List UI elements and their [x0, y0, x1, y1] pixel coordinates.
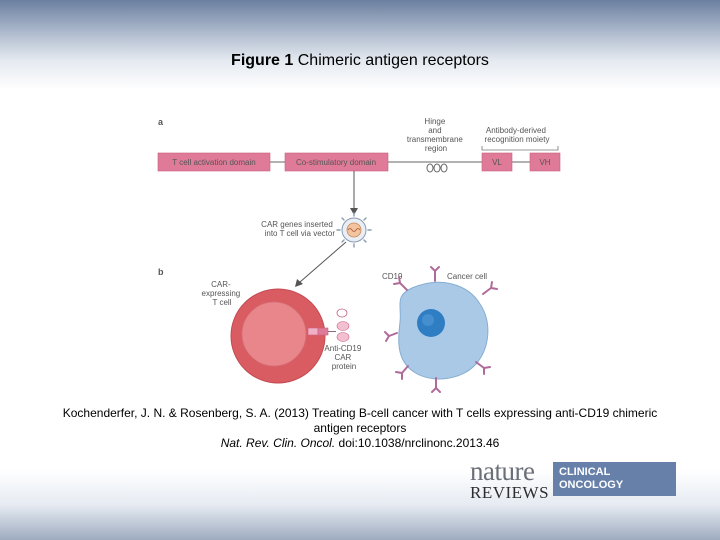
t-activation-domain [157, 152, 271, 172]
vl-label: VL [492, 158, 502, 167]
vh-domain [529, 152, 561, 172]
hinge-label-4: region [425, 144, 447, 153]
figure-title: Chimeric antigen receptors [297, 52, 489, 69]
antibody-label-2: recognition moiety [485, 135, 550, 144]
cancer-cell [398, 281, 489, 380]
panel-a-label: a [158, 117, 164, 127]
antibody-label-1: Antibody-derived [486, 126, 546, 135]
svg-text:Anti-CD19 CAR protein: Anti-CD19 CAR protein [324, 344, 363, 371]
cd19-label: CD19 [382, 272, 403, 281]
insert-arrow-head [350, 208, 358, 215]
car-genes-label-2: into T cell via vector [265, 229, 336, 238]
svg-text:CAR- expressing T cell: CAR- expressing T cell [202, 280, 243, 307]
hinge-transmembrane-icon [426, 163, 448, 173]
t-cell-nucleus [241, 301, 307, 367]
transduce-arrow-head [295, 279, 303, 287]
svg-text:CAR genes inserted into T: CAR genes inserted into T cell via vecto… [261, 220, 335, 238]
transduce-arrow-line [299, 241, 347, 283]
logo-oncology: ONCOLOGY [559, 479, 624, 491]
vh-label: VH [539, 158, 550, 167]
logo-nature: nature [470, 456, 535, 486]
cancer-nucleus-highlight [422, 314, 434, 326]
logo-box: CLINICAL ONCOLOGY [553, 462, 676, 496]
caption-line-1: Kochenderfer, J. N. & Rosenberg, S. A. (… [62, 406, 658, 420]
costimulatory-domain [284, 152, 389, 172]
car-diagram: a Hinge and transmembrane region Antibod… [157, 117, 561, 393]
panel-b-label: b [158, 267, 164, 277]
viral-vector-icon [336, 212, 372, 248]
journal-logo: nature REVIEWS CLINICAL ONCOLOGY [470, 456, 676, 502]
car-protein-icon [307, 308, 350, 342]
figure-number: Figure 1 [231, 52, 294, 69]
cancer-cell-label: Cancer cell [447, 272, 487, 281]
hinge-label-3: transmembrane [407, 135, 464, 144]
car-tcell-label-1: CAR- [211, 280, 231, 289]
car-genes-label-1: CAR genes inserted [261, 220, 333, 229]
anti-cd19-label-1: Anti-CD19 [324, 344, 361, 353]
anti-cd19-label-2: CAR [334, 353, 351, 362]
car-tcell-label-2: expressing [202, 289, 241, 298]
anti-cd19-label-3: protein [332, 362, 356, 371]
car-tcell-label-3: T cell [213, 298, 232, 307]
cd19-receptor-icons [384, 266, 498, 393]
t-activation-domain-label: T cell activation domain [172, 158, 255, 167]
caption-citation: Nat. Rev. Clin. Oncol. doi:10.1038/nrcli… [40, 436, 680, 451]
svg-text:Hinge and transmembran: Hinge and transmembrane region [407, 117, 465, 153]
logo-clinical: CLINICAL [559, 466, 611, 478]
slide-title: Figure 1 Chimeric antigen receptors [0, 52, 720, 70]
svg-text:Antibody-derived recogniti: Antibody-derived recognition moiety [485, 126, 550, 144]
antibody-bracket [481, 146, 559, 151]
vl-domain [481, 152, 513, 172]
doi: doi:10.1038/nrclinonc.2013.46 [338, 436, 500, 450]
figure-caption: Kochenderfer, J. N. & Rosenberg, S. A. (… [40, 406, 680, 451]
hinge-label-1: Hinge [424, 117, 445, 126]
hinge-label-2: and [428, 126, 441, 135]
logo-reviews: REVIEWS [470, 483, 550, 502]
caption-line-2: antigen receptors [313, 421, 407, 435]
costimulatory-domain-label: Co-stimulatory domain [296, 158, 376, 167]
journal-name: Nat. Rev. Clin. Oncol. [220, 436, 336, 450]
